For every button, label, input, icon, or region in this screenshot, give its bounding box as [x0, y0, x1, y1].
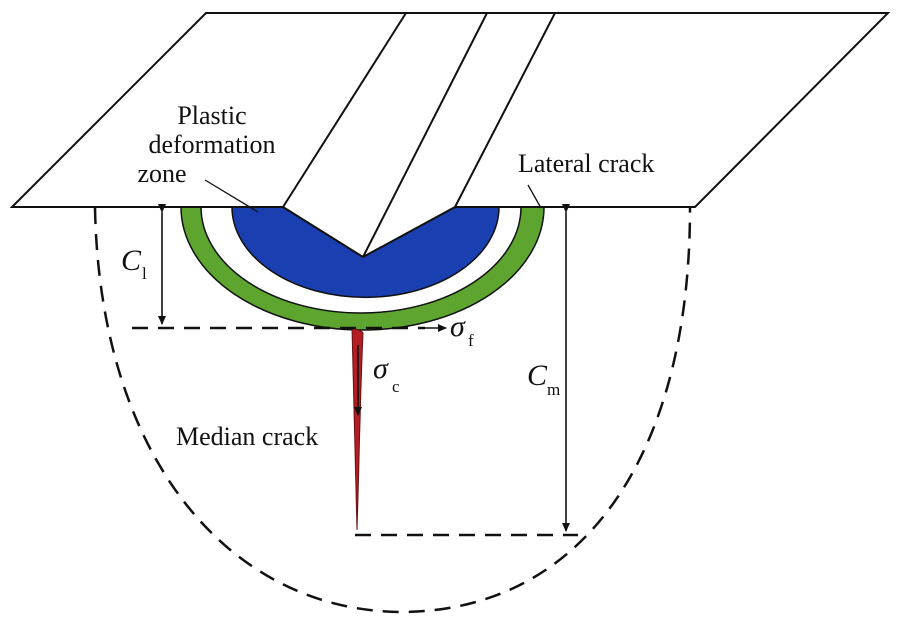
lateral-crack-label: Lateral crack — [518, 149, 654, 178]
plastic-zone-label-line2: deformation — [148, 130, 275, 159]
c-l-subscript: l — [142, 264, 147, 283]
sigma-f-subscript: f — [468, 331, 474, 350]
sigma-f-symbol: σ — [450, 310, 466, 343]
median-crack-label: Median crack — [176, 422, 318, 451]
indenter — [281, 12, 557, 259]
indenter-edge — [362, 12, 488, 258]
c-m-subscript: m — [547, 380, 560, 399]
lateral-crack-leader — [527, 184, 542, 209]
median-crack-envelope — [93, 207, 692, 614]
c-l-symbol: C — [121, 244, 142, 277]
sigma-c-subscript: c — [392, 377, 400, 396]
median-crack — [351, 327, 364, 531]
plastic-zone-leader — [204, 179, 259, 213]
c-m-symbol: C — [527, 359, 548, 392]
plastic-zone-label-line3: zone — [137, 159, 186, 188]
sigma-c-symbol: σ — [373, 352, 389, 385]
plastic-zone-label-line1: Plastic — [177, 101, 246, 130]
